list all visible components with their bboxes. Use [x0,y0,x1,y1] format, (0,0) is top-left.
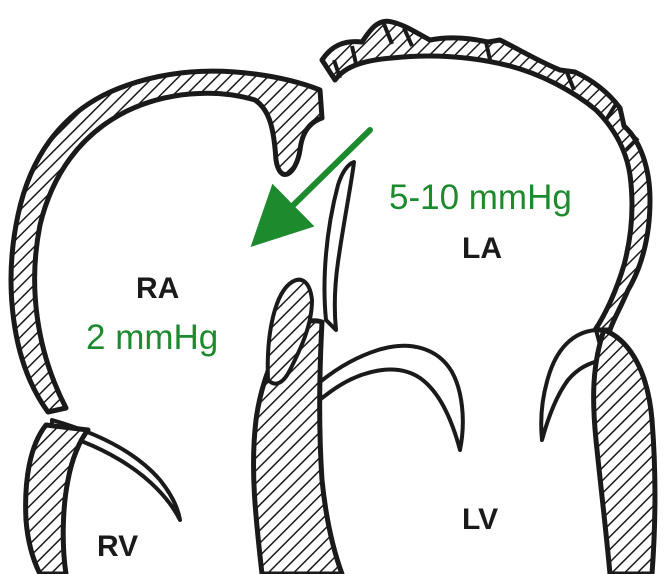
right-ventricle-label: RV [97,530,138,564]
left-atrium-label: LA [462,232,502,266]
right-ventricle-wall [26,425,88,574]
left-atrium-wall [322,21,650,330]
interatrial-septum [325,162,355,330]
left-ventricle-label: LV [462,503,498,537]
left-ventricle-wall [594,330,655,574]
right-atrium-label: RA [136,272,179,306]
right-atrium-pressure: 2 mmHg [86,318,218,358]
left-atrium-pressure: 5-10 mmHg [389,178,572,218]
